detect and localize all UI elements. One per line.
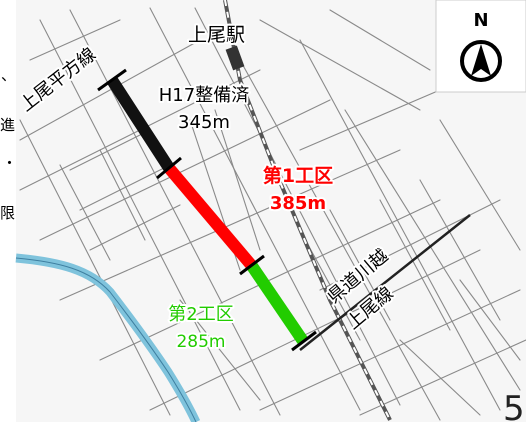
left-margin bbox=[0, 0, 16, 422]
margin-char: ・ bbox=[2, 154, 17, 172]
station-marker bbox=[225, 45, 245, 71]
completed-length: 345m bbox=[178, 112, 230, 133]
north-arrow-icon bbox=[471, 44, 491, 76]
station-label: 上尾駅 bbox=[188, 24, 245, 46]
margin-char: 、 bbox=[1, 66, 16, 84]
zone1-length: 385m bbox=[270, 193, 326, 214]
margin-char: 進 bbox=[0, 116, 15, 134]
section-completed bbox=[106, 76, 175, 172]
section-zone1 bbox=[164, 164, 257, 270]
project-road bbox=[106, 76, 308, 345]
page-number: 5 bbox=[503, 389, 525, 422]
completed-title: H17整備済 bbox=[159, 85, 249, 106]
zone2-length: 285m bbox=[176, 332, 225, 352]
margin-char: 限 bbox=[0, 204, 15, 222]
zone1-title: 第1工区 bbox=[263, 164, 333, 187]
zone2-title: 第2工区 bbox=[168, 304, 233, 325]
section-zone2 bbox=[247, 262, 308, 345]
left-margin-text: 、 進 ・ 限 bbox=[0, 66, 17, 222]
compass: N bbox=[435, 0, 526, 93]
compass-north-label: N bbox=[473, 10, 488, 31]
prefectural-road bbox=[299, 214, 471, 351]
river-bank bbox=[15, 257, 197, 422]
section-ticks bbox=[97, 68, 317, 352]
